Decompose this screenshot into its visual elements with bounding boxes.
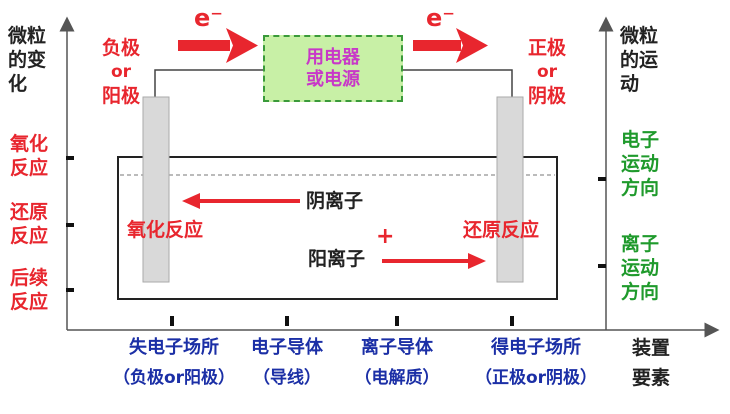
right-level-electron: 电子 运动 方向	[618, 128, 662, 200]
right-electrode-label: 正极 or 阴极	[522, 36, 572, 108]
oxidation-label: 氧化反应	[127, 219, 204, 241]
bottom-label-3-line-2: （电解质）	[354, 368, 440, 388]
right-axis-title-line-1: 微粒	[620, 25, 659, 47]
right-level-electron-line-1: 电子	[620, 129, 659, 151]
right-level-ion-line-3: 方向	[620, 281, 659, 303]
cation-label: 阳离子	[308, 248, 366, 270]
left-level-follow-up-line-1: 后续	[9, 267, 48, 289]
left-axis-title-line-2: 的变	[8, 49, 47, 71]
bottom-tick-3	[395, 316, 399, 326]
bottom-tick-2	[285, 316, 289, 326]
left-electrode-label-line-1: 负极	[101, 37, 140, 59]
anion-arrow	[182, 193, 300, 209]
right-level-electron-line-2: 运动	[620, 153, 659, 175]
left-level-reduction-line-1: 还原	[9, 201, 48, 223]
electron-symbol-right: e⁻	[426, 4, 455, 32]
right-axis-title-line-2: 的运	[620, 49, 659, 71]
bottom-axis-title: 装置 要素	[632, 336, 682, 390]
left-level-follow-up-line-2: 反应	[9, 291, 48, 313]
electron-arrow-left	[178, 28, 258, 63]
bottom-label-3-line-1: 离子导体	[361, 337, 433, 358]
left-level-reduction: 还原 反应	[8, 200, 50, 248]
right-tick-ion	[598, 264, 606, 268]
left-tick-reduction	[66, 223, 74, 227]
right-tick-electron	[598, 177, 606, 181]
right-electrode	[496, 96, 524, 283]
right-axis-title: 微粒 的运 动	[620, 24, 664, 96]
cation-arrow	[382, 253, 486, 269]
left-level-oxidation: 氧化 反应	[8, 132, 50, 180]
electron-arrow-right	[413, 28, 488, 63]
right-level-electron-line-3: 方向	[620, 177, 659, 199]
left-level-oxidation-line-2: 反应	[9, 157, 48, 179]
left-axis-title-line-1: 微粒	[8, 25, 47, 47]
left-level-reduction-line-2: 反应	[9, 225, 48, 247]
anion-label: 阴离子	[306, 190, 364, 212]
left-electrode	[142, 96, 170, 283]
bottom-label-ion-conductor: 离子导体 （电解质）	[342, 336, 452, 390]
bottom-tick-4	[510, 316, 514, 326]
left-axis-title-line-3: 化	[8, 73, 28, 95]
bottom-label-electron-gain-site: 得电子场所 （正极or阴极）	[456, 336, 616, 390]
bottom-label-1-line-1: 失电子场所	[129, 337, 219, 358]
left-wire	[154, 69, 263, 97]
electron-symbol-left: e⁻	[194, 4, 223, 32]
left-tick-follow-up	[66, 288, 74, 292]
device-box: 用电器 或电源	[263, 35, 403, 102]
cation-charge: +	[376, 224, 395, 249]
electrolyte-container	[117, 156, 558, 300]
bottom-label-1-line-2: （负极or阳极）	[112, 368, 236, 388]
bottom-label-electron-conductor: 电子导体 （导线）	[232, 336, 342, 390]
bottom-label-4-line-2: （正极or阴极）	[474, 368, 598, 388]
right-wire	[403, 69, 513, 97]
right-level-ion-line-2: 运动	[620, 257, 659, 279]
bottom-axis-title-line-2: 要素	[632, 367, 671, 389]
left-axis-title: 微粒 的变 化	[8, 24, 48, 96]
bottom-label-2-line-1: 电子导体	[251, 337, 323, 358]
device-label-line-1: 用电器	[306, 46, 360, 68]
right-level-ion: 离子 运动 方向	[618, 232, 662, 304]
bottom-label-2-line-2: （导线）	[253, 368, 321, 388]
right-electrode-label-line-3: 阴极	[527, 85, 566, 107]
left-electrode-label: 负极 or 阳极	[96, 36, 146, 108]
right-electrode-label-line-1: 正极	[527, 37, 566, 59]
left-electrode-label-line-3: 阳极	[101, 85, 140, 107]
bottom-label-electron-loss-site: 失电子场所 （负极or阳极）	[96, 336, 252, 390]
device-label-line-2: 或电源	[306, 68, 360, 90]
right-electrode-label-line-2: or	[536, 62, 558, 82]
bottom-label-4-line-1: 得电子场所	[491, 337, 581, 358]
left-electrode-label-line-2: or	[110, 62, 132, 82]
bottom-tick-1	[170, 316, 174, 326]
bottom-axis-title-line-1: 装置	[632, 337, 671, 359]
left-level-follow-up: 后续 反应	[8, 266, 50, 314]
reduction-label: 还原反应	[463, 219, 540, 241]
right-axis-title-line-3: 动	[620, 73, 640, 95]
left-level-oxidation-line-1: 氧化	[9, 133, 48, 155]
left-tick-oxidation	[66, 156, 74, 160]
right-level-ion-line-1: 离子	[620, 233, 659, 255]
